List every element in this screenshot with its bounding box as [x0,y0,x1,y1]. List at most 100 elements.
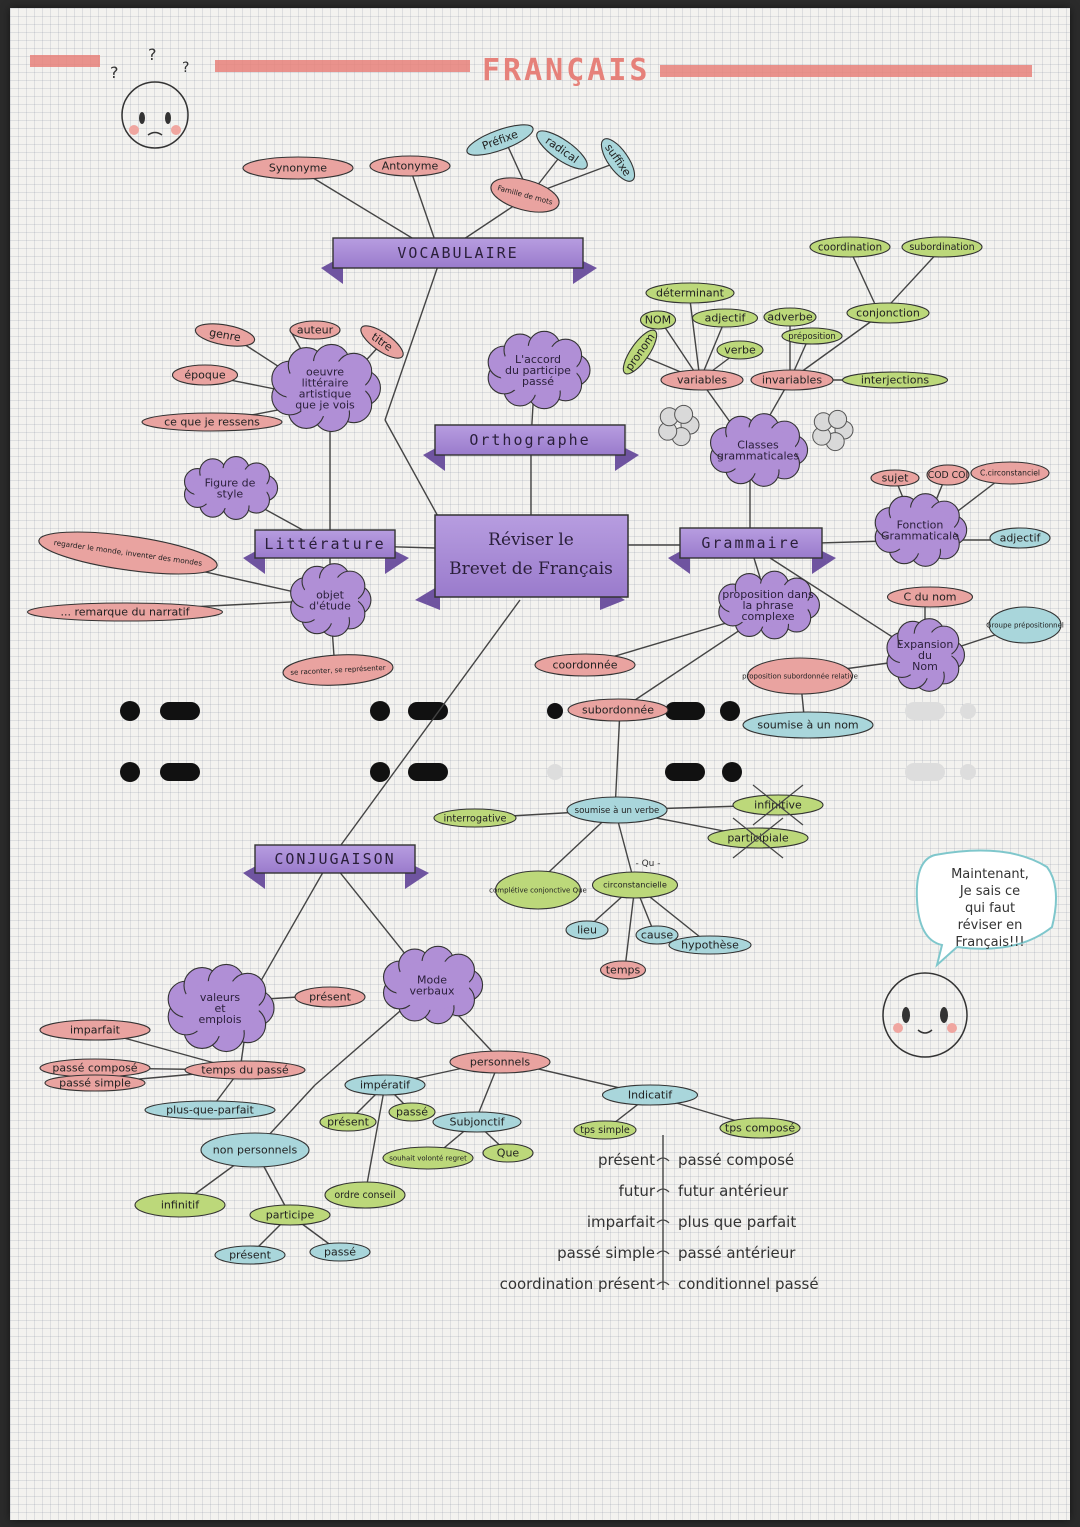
node-plus-que-parfait: plus-que-parfait [144,1100,276,1120]
banner-orthographe-label: Orthographe [469,431,590,449]
cloud-oeuvre-label: que je vois [295,399,355,412]
node-circonst: circonstancielle [591,871,679,899]
connector-line [384,419,441,521]
node-label: personnels [470,1056,531,1069]
bubble-line: Français!!! [955,935,1024,950]
node-souhait: souhait volonté regret [382,1146,474,1170]
tense-compose: passé composé [678,1151,794,1169]
node-regarder: regarder le monde, inventer des mondes [38,531,218,575]
tense-simple: imparfait [587,1213,655,1231]
node-label: adjectif [1000,532,1042,545]
node-radical: radical [536,130,588,170]
node-auteur: auteur [289,320,341,340]
node-qu: - Qu - [635,859,660,869]
node-suffixe: suffixe [600,138,636,182]
node-temps-passe: temps du passé [184,1060,306,1080]
node-label: infinitif [161,1199,200,1212]
confused-face-icon: ? ? ? [110,45,189,149]
node-nom: NOM [639,310,677,330]
bubble-line: qui faut [965,901,1015,916]
node-label: ordre conseil [334,1190,395,1201]
node-lieu: lieu [565,920,609,940]
tense-compose: conditionnel passé [678,1275,819,1293]
cloud-figure-label: style [217,488,244,501]
node-label: auteur [297,324,334,337]
node-montrer: se raconter, se représenter [282,654,394,686]
node-cod: COD COI [926,464,970,486]
node-genre: genre [194,323,256,347]
page-title: FRANÇAIS [482,53,651,88]
node-label: soumise à un nom [757,719,858,732]
node-label: adverbe [767,311,813,324]
banner-grammaire: Grammaire [668,527,836,574]
connector-line [789,314,881,381]
node-completive: complétive conjonctive Que [489,870,587,910]
node-label: passé simple [59,1077,131,1090]
node-label: imparfait [70,1024,121,1037]
node-label: proposition subordonnée relative [742,672,858,680]
cloud-oeuvre-label: artistique [299,388,352,401]
node-label: Subjonctif [450,1116,506,1129]
cross-mark [752,784,804,826]
node-label: temps [606,964,641,977]
banner-litterature-label: Littérature [264,535,385,553]
banner-litterature: Littérature [243,529,409,574]
node-label: adjectif [705,312,747,325]
node-label: coordination [818,241,882,253]
banner-vocabulaire-label: VOCABULAIRE [397,244,518,262]
svg-text:?: ? [148,45,157,64]
node-narratif: ... remarque du narratif [26,602,224,622]
node-label: préposition [788,331,836,342]
cloud-classes-label: grammaticales [717,450,799,463]
cloud-hand-icon [658,404,700,447]
center-box: Réviser le Brevet de Français [415,514,629,610]
node-label: COD COI [928,470,968,481]
tense-compose: passé antérieur [678,1244,796,1262]
cloud-accord-label: L'accord [515,353,561,366]
node-label: présent [229,1249,272,1262]
node-coordination-top: coordination [809,236,891,258]
node-passe-compose: passé composé [39,1058,151,1078]
node-tps-simple: tps simple [573,1120,637,1140]
node-participe: participe [249,1204,331,1226]
connector-line [384,259,441,421]
node-coordonnee: coordonnée [534,653,636,677]
node-famille: Famille de mots [490,177,560,213]
node-label: ce que je ressens [164,416,260,429]
node-label: lieu [577,924,597,937]
node-label: ... remarque du narratif [60,606,190,619]
connector-line [689,299,701,381]
node-imperatif: impératif [344,1074,426,1096]
node-label: passé composé [52,1062,137,1075]
cloud-objet-label: objet [316,589,345,602]
cloud-expansion-label: Nom [912,660,938,673]
cloud-proposition-label: proposition dans [722,588,814,601]
center-line2: Brevet de Français [449,559,613,579]
cloud-proposition-label: complexe [741,610,794,623]
node-label: variables [677,374,727,387]
cross-mark [732,817,784,859]
node-indicatif: Indicatif [601,1084,699,1106]
node-adverbe: adverbe [763,307,817,327]
node-temps: temps [599,960,647,980]
bubble-line: Je sais ce [959,884,1020,899]
node-tps-compose: tps composé [719,1117,801,1139]
cloud-hand-icon [812,409,854,452]
cloud-mode-label: Mode [417,974,447,987]
banner-vocabulaire: VOCABULAIRE [321,237,597,284]
cloud-valeurs-label: et [214,1002,226,1015]
banner-orthographe: Orthographe [423,424,639,471]
cloud-expansion-label: Expansion [897,638,954,651]
node-subordonnee: subordonnée [567,698,669,722]
node-label: cause [641,929,673,942]
cloud-accord-label: du participe [505,364,571,377]
node-determinant: déterminant [645,282,735,304]
bubble-line: Maintenant, [951,867,1029,882]
